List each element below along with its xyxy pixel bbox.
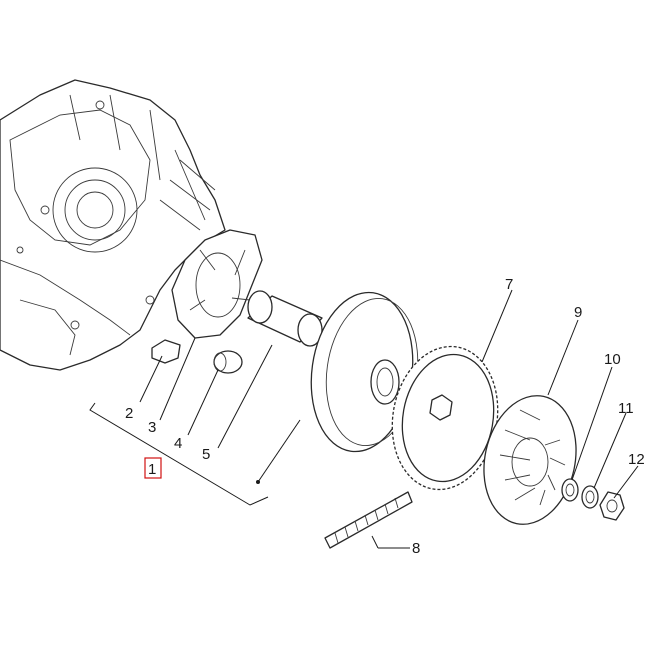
sleeve-drawing bbox=[247, 290, 323, 347]
crankcase-drawing bbox=[0, 79, 226, 371]
callout-1: 1 bbox=[148, 461, 156, 478]
callout-10: 10 bbox=[604, 351, 621, 368]
roller-drawing bbox=[213, 350, 243, 374]
callout-8: 8 bbox=[412, 540, 420, 557]
callout-11: 11 bbox=[618, 400, 634, 417]
callout-4: 4 bbox=[174, 435, 182, 452]
callout-9: 9 bbox=[574, 304, 582, 321]
callout-2: 2 bbox=[125, 405, 133, 422]
callout-1-box bbox=[144, 457, 162, 479]
callout-12: 12 bbox=[628, 451, 645, 468]
washer-nut-drawing bbox=[561, 478, 625, 521]
callout-3: 3 bbox=[148, 419, 156, 436]
ramp-plate-drawing bbox=[171, 229, 263, 339]
drive-belt-drawing bbox=[324, 491, 413, 549]
fan-drive-face-drawing bbox=[483, 395, 577, 525]
group-bracket-line bbox=[89, 402, 269, 506]
callout-7: 7 bbox=[505, 276, 513, 293]
slider-drawing bbox=[151, 339, 181, 364]
callout-5: 5 bbox=[202, 446, 210, 463]
leader-lines bbox=[139, 289, 639, 549]
